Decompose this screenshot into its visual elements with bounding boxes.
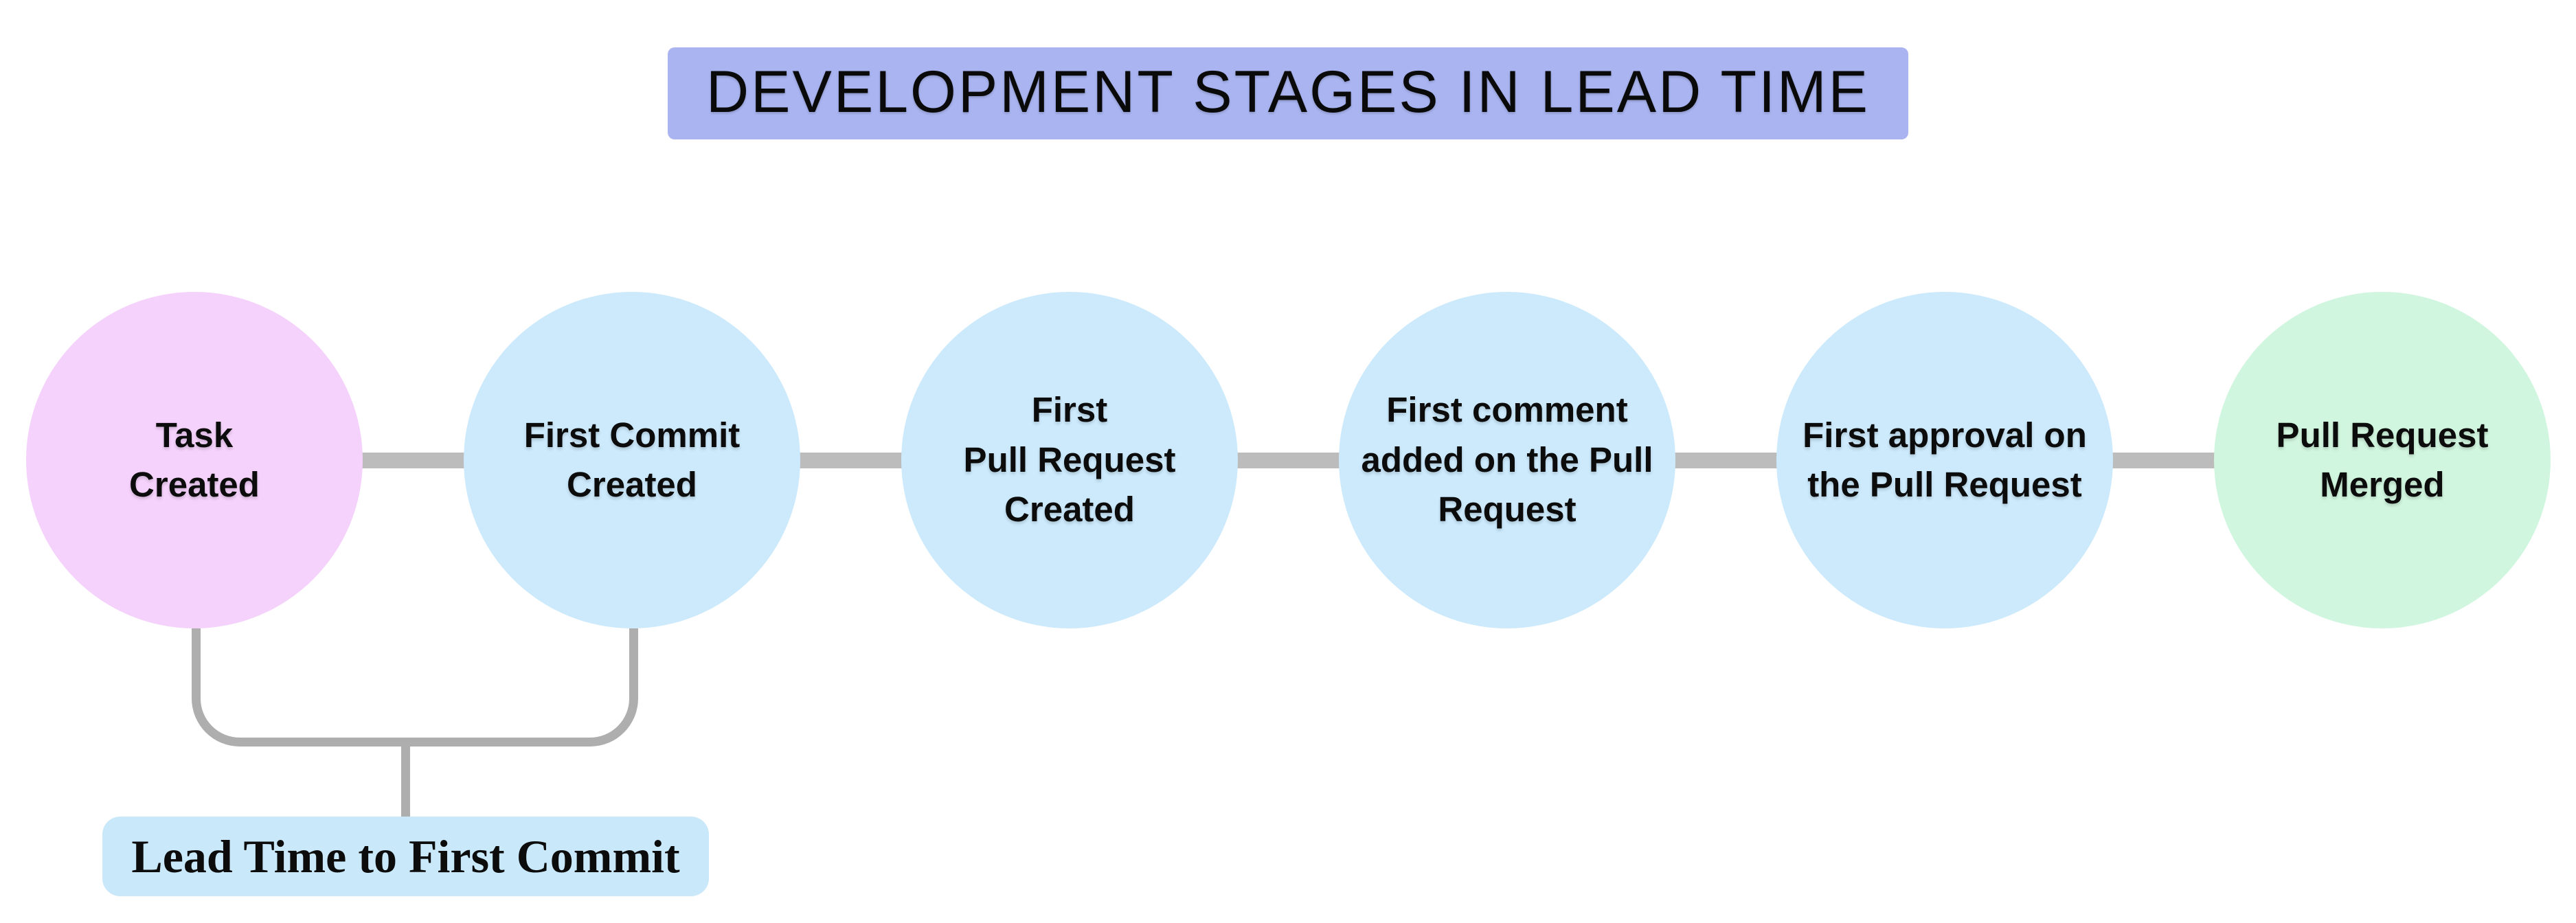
stage-circle-first-pull-request-created: First Pull Request Created [901,292,1238,628]
stage-circle-first-comment-added: First comment added on the Pull Request [1339,292,1675,628]
lead-time-bracket [192,628,638,747]
stage-label: Task Created [129,415,260,504]
stage-label: First Commit Created [523,415,741,504]
stage-label: First approval on the Pull Request [1803,415,2087,504]
title-banner: DEVELOPMENT STAGES IN LEAD TIME [668,47,1908,139]
stage-label: Pull Request Merged [2276,415,2489,504]
stage-label: First comment added on the Pull Request [1361,390,1653,529]
stage-circle-task-created: Task Created [26,292,363,628]
lead-time-annotation: Lead Time to First Commit [102,817,709,896]
stages-row: Task Created First Commit Created First … [26,292,2551,628]
stage-circle-first-approval: First approval on the Pull Request [1776,292,2113,628]
stage-circle-first-commit-created: First Commit Created [464,292,800,628]
lead-time-bracket-stem [401,742,410,819]
stage-label: First Pull Request Created [963,390,1176,529]
stage-circle-pull-request-merged: Pull Request Merged [2214,292,2551,628]
